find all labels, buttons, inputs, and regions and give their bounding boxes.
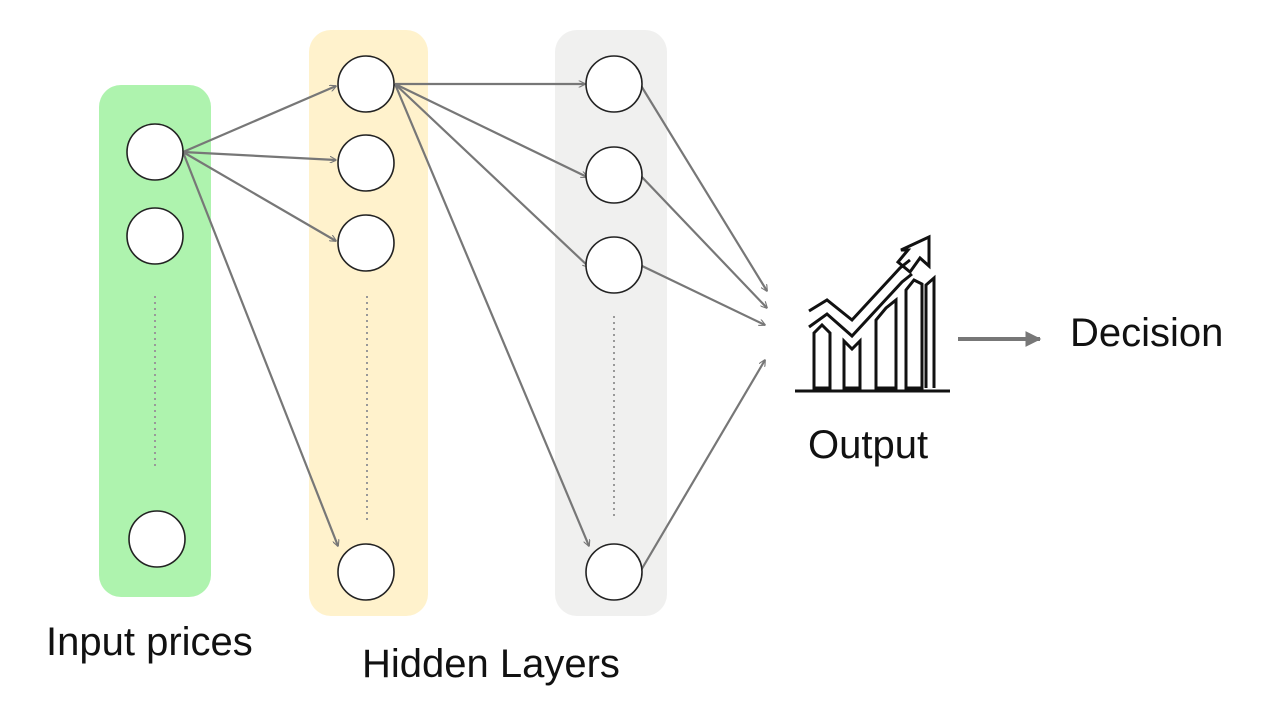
connection [393, 83, 589, 546]
hidden-1-node [337, 543, 395, 601]
output-label: Output [808, 423, 929, 467]
hidden-layer-1-band [309, 30, 428, 616]
hidden-1-node [337, 134, 395, 192]
hidden-layers-label: Hidden Layers [362, 642, 620, 686]
input-node [126, 207, 184, 265]
hidden-2-node [585, 55, 643, 113]
connection [182, 86, 336, 154]
growth-chart-icon [795, 234, 950, 393]
connection [394, 83, 589, 267]
decision-label: Decision [1070, 311, 1224, 355]
connection [639, 83, 767, 291]
hidden-layer-2-band [555, 30, 667, 616]
input-node [128, 510, 186, 568]
hidden-2-node [585, 543, 643, 601]
connection [394, 83, 587, 178]
nodes [126, 55, 643, 601]
connection [181, 151, 338, 546]
input-node [126, 123, 184, 181]
connection [182, 151, 336, 241]
hidden-2-node [585, 146, 643, 204]
hidden-1-node [337, 55, 395, 113]
input-layer-label: Input prices [46, 620, 253, 664]
connections [181, 83, 767, 573]
connection [639, 264, 765, 326]
connection [182, 150, 336, 160]
input-layer-band [99, 85, 211, 597]
hidden-2-node [585, 236, 643, 294]
hidden-1-node [337, 214, 395, 272]
connection [639, 360, 765, 573]
connection [639, 174, 767, 308]
